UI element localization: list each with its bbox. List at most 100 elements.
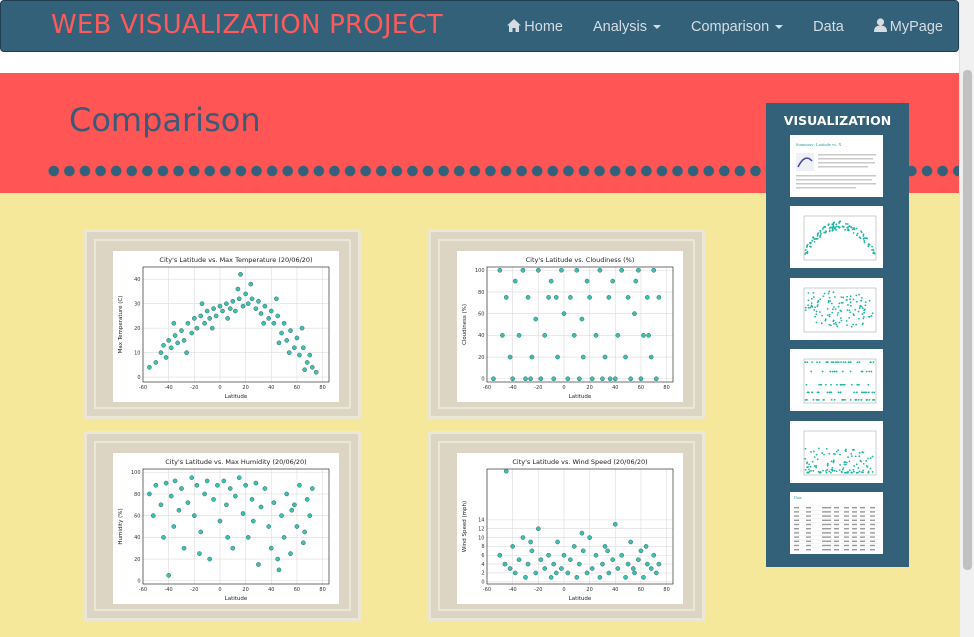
data-point: [269, 308, 274, 314]
y-tick-label: 60: [478, 311, 484, 317]
page-scrollbar[interactable]: [959, 0, 974, 637]
data-point: [256, 562, 261, 567]
data-point: [559, 566, 564, 571]
table-cell: [794, 519, 799, 521]
data-point: [297, 482, 302, 488]
data-point: [253, 480, 259, 486]
nav-analysis[interactable]: Analysis: [578, 1, 676, 53]
thumbnail-point: [868, 370, 871, 373]
data-point: [202, 491, 207, 497]
thumbnail-temperature[interactable]: [790, 206, 883, 268]
table-cell: [822, 515, 831, 517]
data-point: [271, 500, 277, 505]
thumbnail-point: [828, 452, 831, 455]
data-point: [520, 535, 526, 540]
table-cell: [834, 519, 839, 521]
data-point: [238, 272, 243, 277]
data-point: [551, 561, 556, 567]
table-cell: [794, 528, 799, 530]
chart-humidity[interactable]: City's Latitude vs. Max Humidity (20/06/…: [113, 453, 339, 604]
table-cell: [822, 549, 831, 551]
data-point: [538, 557, 544, 562]
table-cell: [834, 536, 839, 538]
thumbnail-point: [867, 315, 870, 318]
data-point: [636, 267, 641, 273]
thumbnail-plot-frame: [803, 215, 877, 261]
thumbnail-point: [810, 304, 813, 307]
thumbnail-point: [813, 456, 816, 458]
nav-comparison[interactable]: Comparison: [676, 1, 798, 53]
thumbnail-point: [871, 245, 873, 248]
thumbnail-point: [836, 325, 839, 328]
data-point: [158, 350, 164, 355]
nav-home[interactable]: Home: [492, 1, 578, 53]
chart-windspeed[interactable]: City's Latitude vs. Wind Speed (20/06/20…: [457, 453, 683, 604]
y-tick-label: 40: [134, 535, 140, 541]
thumbnail-point: [850, 471, 853, 474]
y-tick-label: 10: [134, 350, 140, 356]
thumbnail-point: [825, 383, 827, 386]
data-point: [233, 493, 238, 499]
thumbnail-point: [828, 470, 831, 473]
thumbnail-point: [809, 241, 812, 244]
thumbnail-point: [810, 450, 812, 453]
thumbnail-windspeed[interactable]: [790, 421, 883, 483]
table-cell: [794, 532, 799, 534]
data-point: [602, 354, 608, 360]
data-point: [645, 295, 650, 300]
chart-temperature[interactable]: City's Latitude vs. Max Temperature (20/…: [113, 251, 339, 402]
data-point: [587, 295, 592, 300]
table-cell: [870, 523, 875, 526]
table-cell: [852, 523, 857, 526]
thumbnail-point: [840, 296, 843, 299]
data-point: [497, 267, 503, 273]
thumbnail-point: [829, 471, 832, 474]
thumbnail-point: [840, 301, 843, 304]
data-point: [577, 376, 582, 382]
data-point: [313, 369, 319, 375]
thumbnail-point: [842, 383, 844, 386]
thumbnail-point: [846, 324, 848, 327]
thumbnail-humidity[interactable]: [790, 278, 883, 340]
thumbnail-point: [849, 311, 852, 314]
x-tick-label: 20: [586, 385, 592, 391]
y-tick-label: 8: [481, 544, 484, 550]
chart-title: City's Latitude vs. Wind Speed (20/06/20…: [512, 458, 647, 466]
thumbnail-data-table[interactable]: Data: [790, 492, 883, 554]
thumbnail-point: [816, 301, 819, 304]
table-cell: [870, 540, 875, 542]
brand-title[interactable]: WEB VISUALIZATION PROJECT: [51, 10, 443, 40]
thumbnail-point: [832, 223, 834, 226]
thumbnail-cloudiness[interactable]: [790, 349, 883, 411]
data-point: [619, 552, 624, 558]
thumbnail-point: [815, 310, 818, 313]
data-point: [587, 535, 592, 540]
data-point: [651, 552, 657, 558]
thumbnail-point: [838, 220, 841, 223]
table-cell: [852, 528, 857, 530]
data-point: [579, 530, 585, 536]
thumbnail-point: [840, 319, 843, 322]
thumbnail-summary-preview: Summary: Latitude vs. X: [796, 142, 876, 189]
thumbnail-point: [873, 251, 875, 254]
thumbnail-summary[interactable]: Summary: Latitude vs. X: [790, 135, 883, 197]
thumbnail-point: [806, 391, 809, 394]
data-point: [528, 539, 533, 545]
thumbnail-point: [852, 298, 855, 301]
nav-data[interactable]: Data: [798, 1, 859, 53]
x-tick-label: 40: [268, 385, 274, 391]
thumbnail-point: [832, 361, 835, 363]
data-point: [269, 545, 274, 551]
data-point: [512, 570, 518, 576]
thumbnail-point: [861, 307, 864, 309]
thumbnail-point: [864, 301, 867, 304]
x-axis-label: Latitude: [225, 596, 248, 602]
scrollbar-thumb[interactable]: [963, 70, 972, 570]
thumbnail-point: [858, 361, 861, 363]
chart-frame-windspeed: City's Latitude vs. Wind Speed (20/06/20…: [428, 431, 705, 621]
chart-cloudiness[interactable]: City's Latitude vs. Cloudiness (%)-60-40…: [457, 251, 683, 402]
y-tick-label: 100: [131, 470, 141, 476]
thumbnail-point: [856, 232, 859, 235]
nav-mypage[interactable]: MyPage: [859, 1, 958, 53]
thumbnail-point: [813, 309, 816, 311]
